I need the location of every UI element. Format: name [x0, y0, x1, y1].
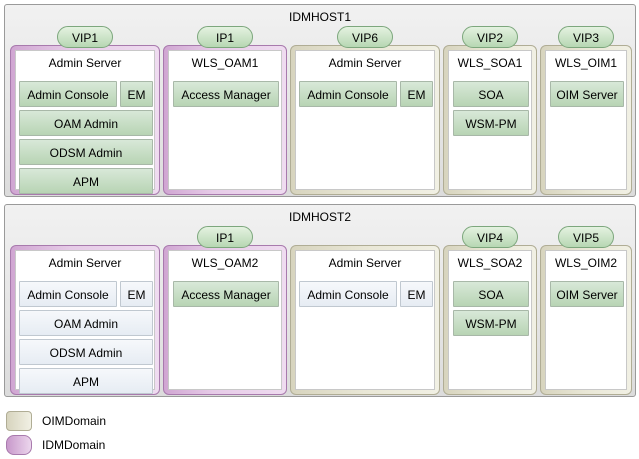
component-soa: SOA [453, 81, 529, 107]
component-apm: APM [19, 368, 153, 394]
component-oim-server: OIM Server [550, 81, 624, 107]
component-access-manager: Access Manager [173, 281, 279, 307]
server-wls-soa: WLS_SOA2 SOA WSM-PM [448, 250, 532, 390]
server-title: WLS_OAM2 [191, 256, 259, 270]
component-em: EM [400, 81, 433, 107]
domain-oim-oim: WLS_OIM1 OIM Server [540, 45, 632, 195]
vip-pill: IP1 [197, 26, 253, 48]
component-soa: SOA [453, 281, 529, 307]
component-oam-admin: OAM Admin [19, 310, 153, 336]
server-admin: Admin Server Admin Console EM OAM Admin … [15, 250, 155, 394]
server-admin: Admin Server Admin Console EM OAM Admin … [15, 50, 155, 194]
component-oam-admin: OAM Admin [19, 110, 153, 136]
server-admin: Admin Server Admin Console EM [295, 50, 435, 190]
component-access-manager: Access Manager [173, 81, 279, 107]
server-title: WLS_SOA2 [457, 256, 523, 270]
domain-oim-admin: Admin Server Admin Console EM [290, 245, 440, 395]
server-title: WLS_OIM1 [554, 56, 617, 70]
idm-domain-swatch [6, 435, 32, 455]
server-wls-oim: WLS_OIM2 OIM Server [545, 250, 627, 390]
server-title: WLS_OIM2 [554, 256, 617, 270]
host-title: IDMHOST2 [288, 210, 351, 224]
domain-oim-soa: WLS_SOA2 SOA WSM-PM [443, 245, 537, 395]
server-wls-oam: WLS_OAM1 Access Manager [168, 50, 282, 190]
domain-idm-admin: Admin Server Admin Console EM OAM Admin … [10, 245, 160, 395]
component-admin-console: Admin Console [299, 281, 397, 307]
server-wls-oam: WLS_OAM2 Access Manager [168, 250, 282, 390]
vip-pill: VIP2 [462, 26, 518, 48]
domain-idm-admin: Admin Server Admin Console EM OAM Admin … [10, 45, 160, 195]
server-title: Admin Server [328, 56, 402, 70]
server-title: Admin Server [48, 56, 122, 70]
component-wsm-pm: WSM-PM [453, 310, 529, 336]
vip-pill: VIP1 [57, 26, 113, 48]
domain-oim-admin: Admin Server Admin Console EM [290, 45, 440, 195]
vip-pill: IP1 [197, 226, 253, 248]
component-oim-server: OIM Server [550, 281, 624, 307]
vip-pill: VIP5 [558, 226, 614, 248]
oim-domain-swatch [6, 411, 32, 431]
host-idmhost1: IDMHOST1 Admin Server Admin Console EM O… [4, 4, 636, 197]
server-wls-soa: WLS_SOA1 SOA WSM-PM [448, 50, 532, 190]
server-title: Admin Server [328, 256, 402, 270]
component-odsm-admin: ODSM Admin [19, 139, 153, 165]
legend-label: IDMDomain [42, 438, 106, 452]
server-title: Admin Server [48, 256, 122, 270]
server-title: WLS_SOA1 [457, 56, 523, 70]
component-em: EM [400, 281, 433, 307]
component-wsm-pm: WSM-PM [453, 110, 529, 136]
server-wls-oim: WLS_OIM1 OIM Server [545, 50, 627, 190]
component-odsm-admin: ODSM Admin [19, 339, 153, 365]
vip-pill: VIP4 [462, 226, 518, 248]
server-title: WLS_OAM1 [191, 56, 259, 70]
component-apm: APM [19, 168, 153, 194]
legend-label: OIMDomain [42, 414, 107, 428]
component-em: EM [120, 81, 153, 107]
vip-pill: VIP6 [337, 26, 393, 48]
host-title: IDMHOST1 [288, 10, 351, 24]
host-idmhost2: IDMHOST2 Admin Server Admin Console EM O… [4, 204, 636, 397]
server-admin: Admin Server Admin Console EM [295, 250, 435, 390]
domain-idm-oam: WLS_OAM1 Access Manager [163, 45, 287, 195]
vip-pill: VIP3 [558, 26, 614, 48]
domain-idm-oam: WLS_OAM2 Access Manager [163, 245, 287, 395]
component-admin-console: Admin Console [299, 81, 397, 107]
domain-oim-soa: WLS_SOA1 SOA WSM-PM [443, 45, 537, 195]
domain-oim-oim: WLS_OIM2 OIM Server [540, 245, 632, 395]
component-admin-console: Admin Console [19, 81, 117, 107]
component-admin-console: Admin Console [19, 281, 117, 307]
component-em: EM [120, 281, 153, 307]
